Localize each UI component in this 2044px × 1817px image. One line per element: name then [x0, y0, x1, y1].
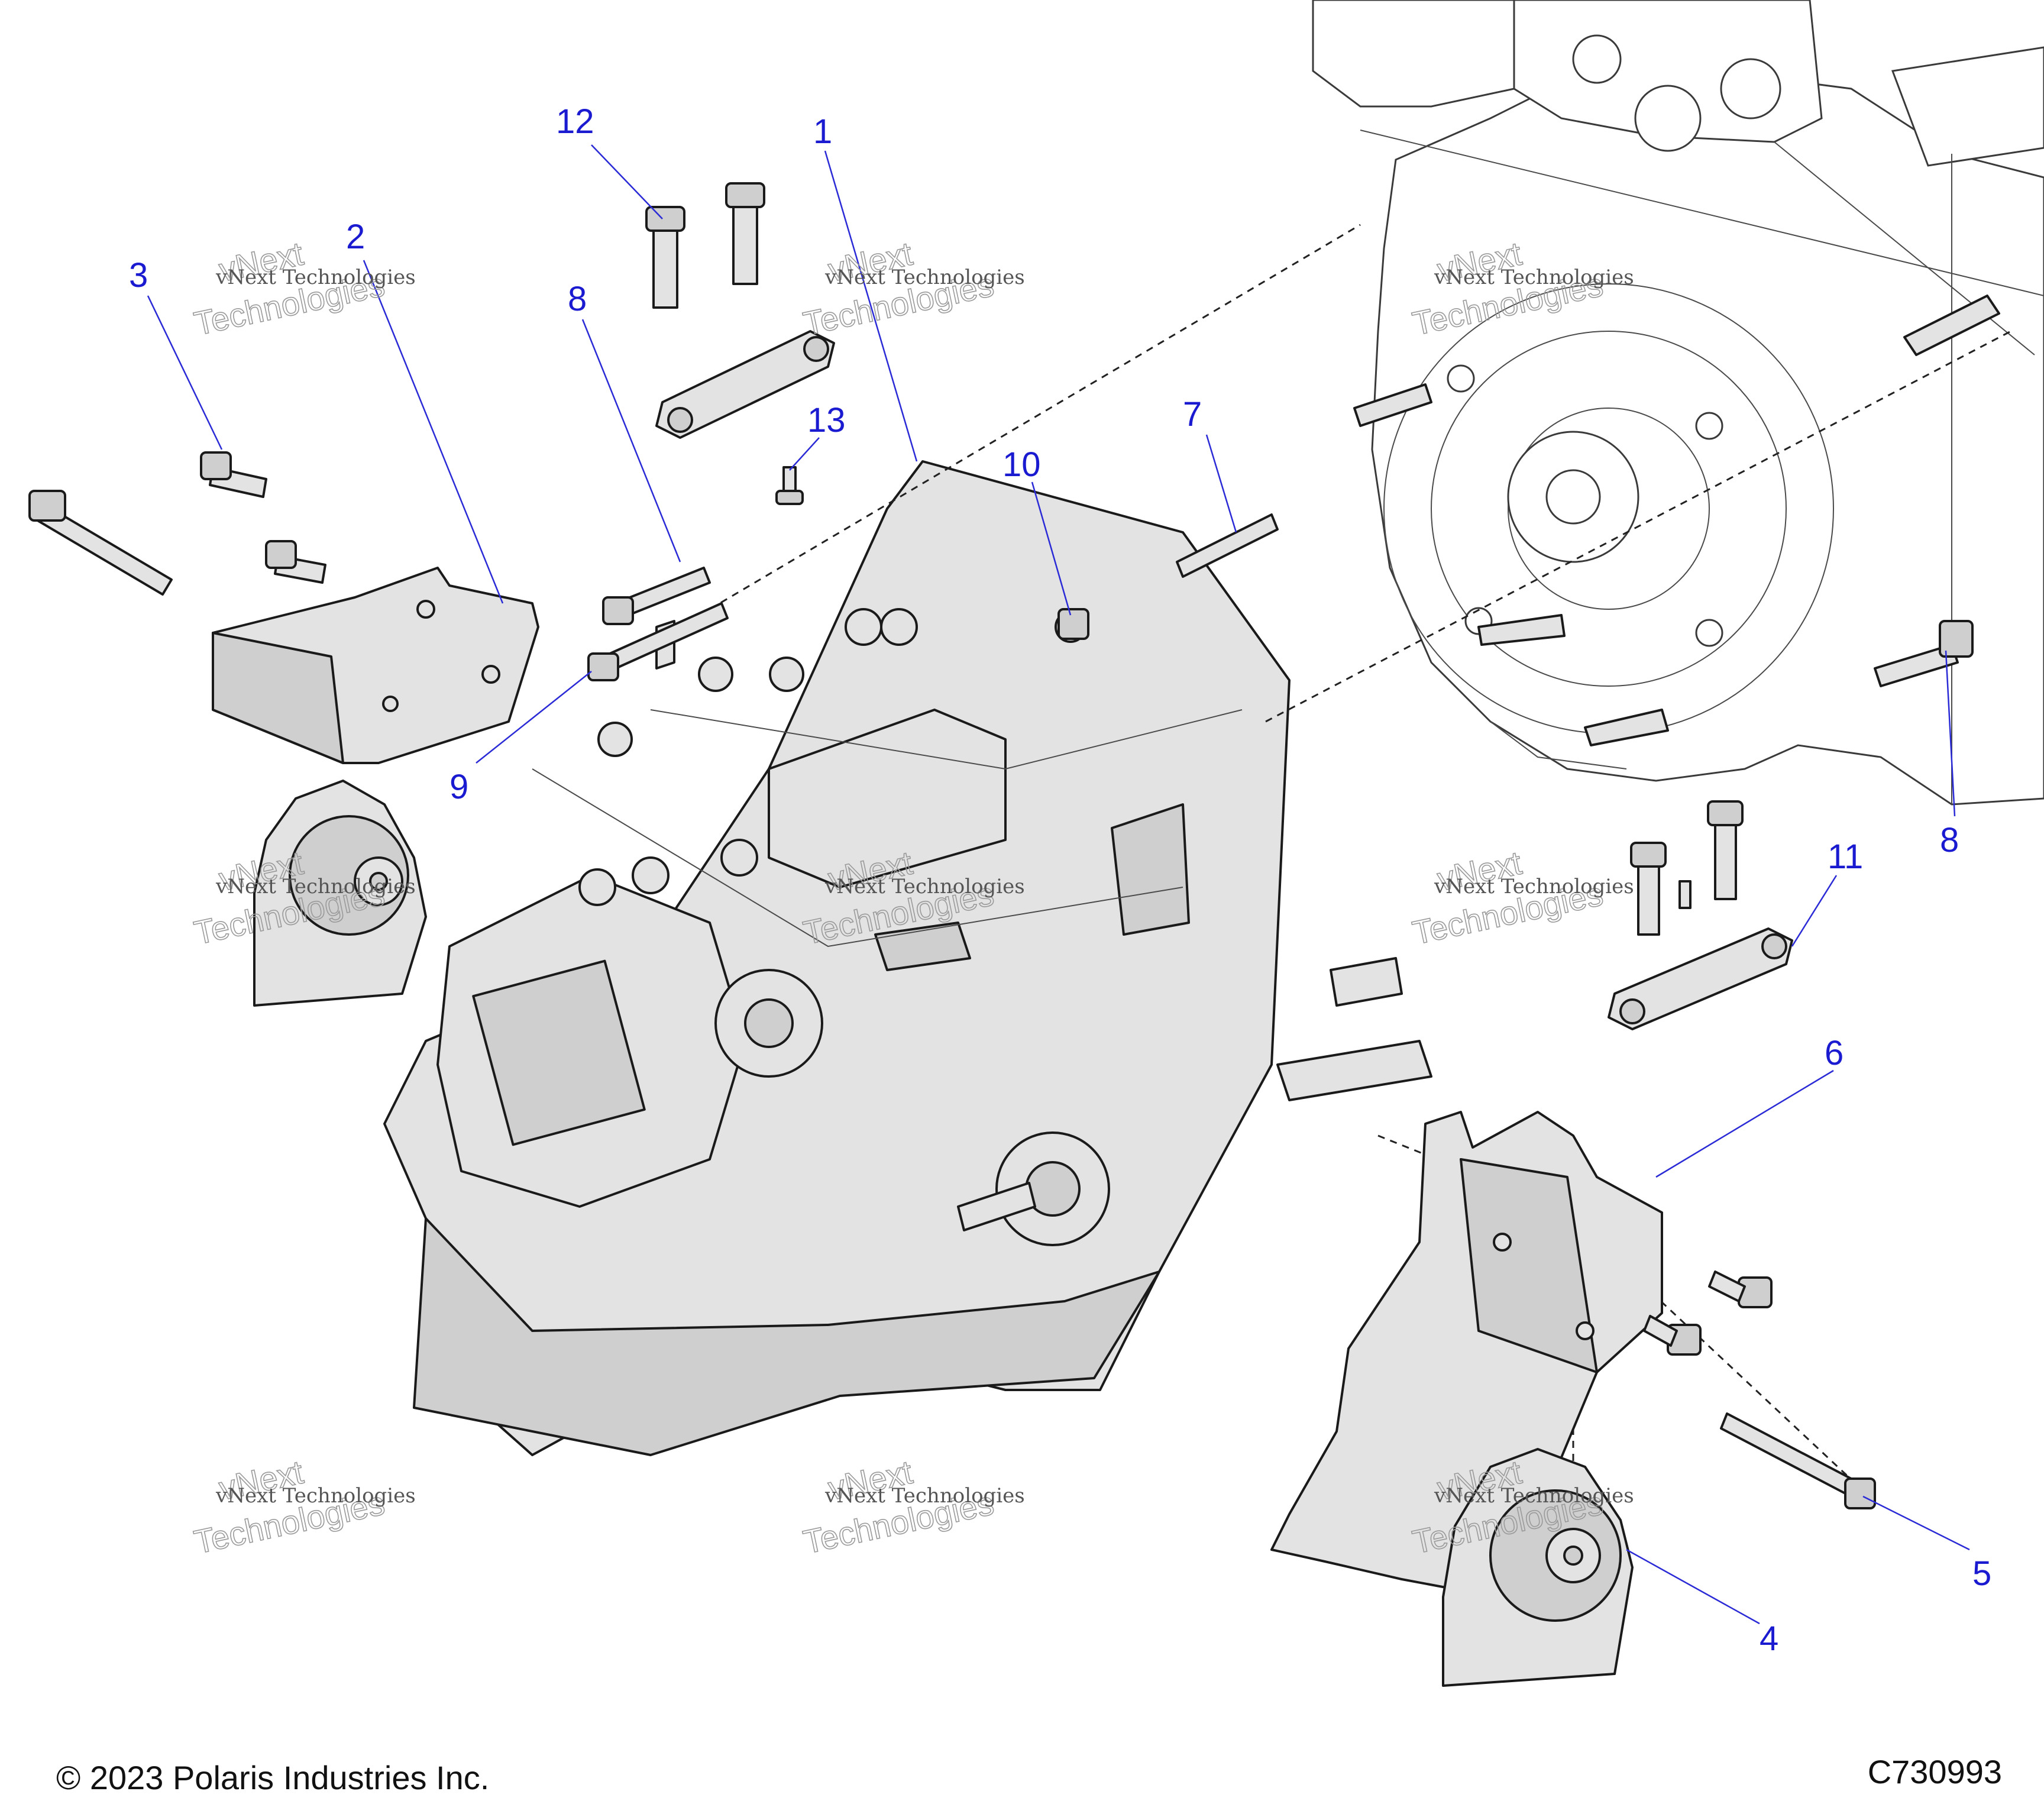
watermark-text-7: vNext Technologies [215, 1484, 416, 1508]
callout-9: 9 [449, 768, 468, 806]
watermark-text-3: vNext Technologies [1434, 266, 1634, 289]
watermark-text-1: vNext Technologies [215, 266, 416, 289]
fasteners [28, 182, 1974, 1509]
left-engine-mount [253, 780, 427, 1007]
callout-8-right: 8 [1940, 821, 1959, 859]
callout-6: 6 [1825, 1034, 1844, 1072]
leader-lines [147, 144, 1970, 1625]
watermark-text-8: vNext Technologies [824, 1484, 1025, 1508]
callout-labels: 1 2 3 4 5 6 7 8 8 9 10 11 12 13 [129, 102, 1991, 1658]
diagram-code: C730993 [1868, 1753, 2002, 1790]
right-engine-mount [1442, 1448, 1634, 1687]
copyright-text: © 2023 Polaris Industries Inc. [56, 1759, 489, 1796]
watermark-text-6: vNext Technologies [1434, 875, 1634, 898]
watermark-text-5: vNext Technologies [824, 875, 1025, 898]
torque-plate-lower [1608, 927, 1793, 1030]
callout-13: 13 [807, 401, 846, 439]
watermark-text-4: vNext Technologies [215, 875, 416, 898]
left-mount-bracket [212, 567, 539, 764]
callout-7: 7 [1183, 395, 1202, 434]
callout-5: 5 [1972, 1554, 1991, 1593]
callout-10: 10 [1002, 445, 1041, 484]
callout-4: 4 [1760, 1619, 1778, 1658]
engine-studs [1353, 295, 2000, 746]
callout-3: 3 [129, 256, 148, 295]
watermark-text-9: vNext Technologies [1434, 1484, 1634, 1508]
callout-8-left: 8 [568, 280, 587, 318]
right-mount-bracket [1270, 1111, 1663, 1598]
callout-1: 1 [813, 112, 832, 151]
transmission [383, 460, 1432, 1456]
watermark-text-2: vNext Technologies [824, 266, 1025, 289]
callout-12: 12 [556, 102, 594, 141]
callout-2: 2 [346, 218, 365, 256]
torque-plate-upper [655, 330, 835, 439]
callout-11: 11 [1828, 838, 1863, 876]
